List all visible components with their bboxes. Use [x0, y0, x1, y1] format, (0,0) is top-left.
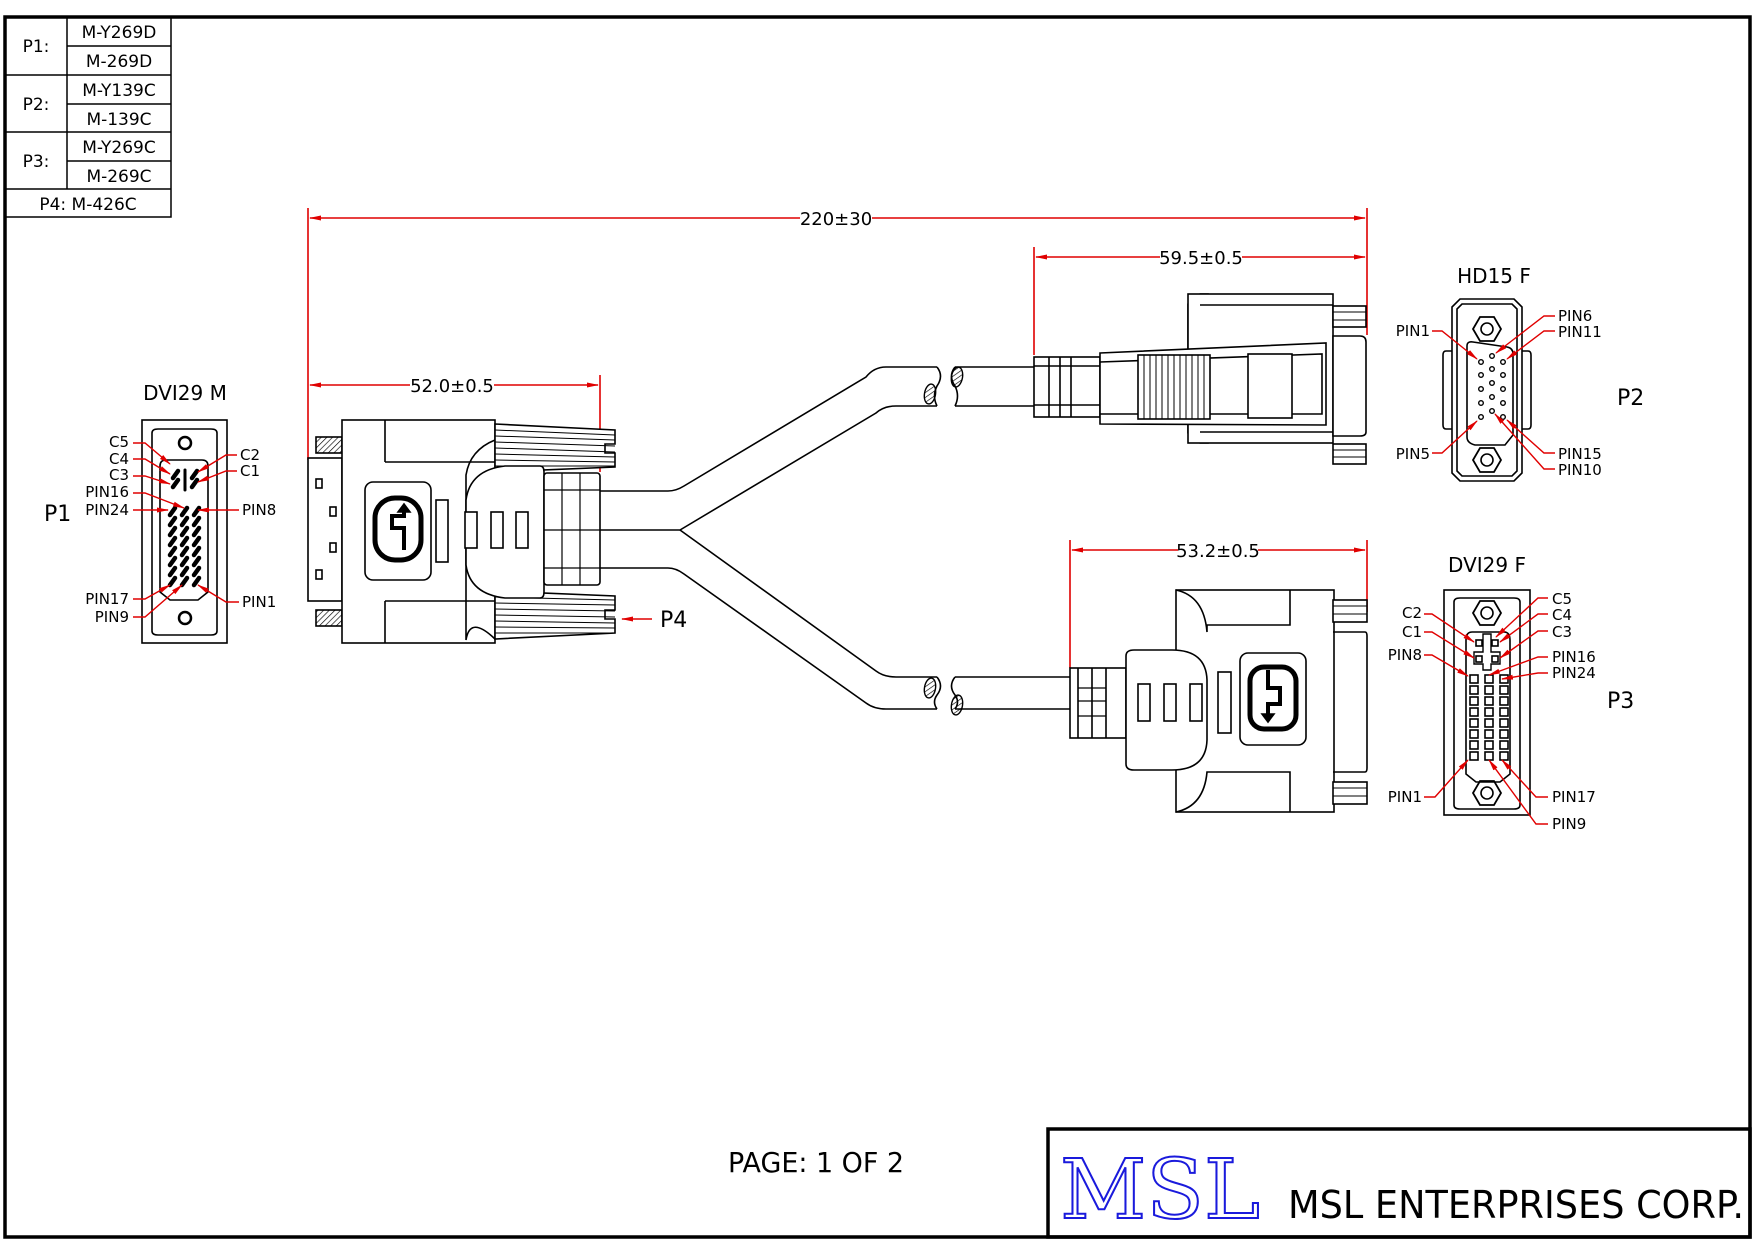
p1-pin-label: PIN1	[242, 593, 276, 611]
table-label-p1: P1:	[23, 37, 50, 57]
p1-plug-drawing	[307, 419, 616, 644]
p3-pin-label: C2	[1402, 604, 1422, 622]
p1-pin-label: C4	[109, 450, 129, 468]
p2-pin-label: PIN15	[1558, 445, 1602, 463]
p1-pin-label: PIN17	[85, 590, 129, 608]
parts-table-text: P1: M-Y269D M-269D P2: M-Y139C M-139C P3…	[23, 23, 157, 215]
p1-leaders	[133, 442, 239, 618]
dimension-overall: 220±30	[800, 209, 872, 230]
p2-pin-label: PIN11	[1558, 323, 1602, 341]
table-part: M-Y269D	[82, 23, 157, 43]
table-footer-p4: P4: M-426C	[39, 195, 136, 215]
p2-title: HD15 F	[1457, 264, 1531, 288]
p3-pin-label: PIN24	[1552, 664, 1596, 682]
p2-face-drawing	[1442, 298, 1532, 482]
table-label-p2: P2:	[23, 95, 50, 115]
p1-pin-label: C1	[240, 462, 260, 480]
sheet-frame	[3, 15, 1752, 1239]
p2-pins	[1477, 353, 1506, 421]
p3-pin-label: PIN1	[1388, 788, 1422, 806]
table-part: M-Y139C	[82, 81, 156, 101]
table-part: M-139C	[86, 110, 151, 130]
connector-tag-p2: P2	[1617, 386, 1644, 411]
company-logo: MSL	[1060, 1143, 1260, 1238]
p1-pin-label: PIN16	[85, 483, 129, 501]
connector-tag-p1: P1	[44, 502, 71, 527]
p3-title: DVI29 F	[1448, 553, 1526, 577]
p2-pin-label: PIN1	[1396, 322, 1430, 340]
p3-pins	[1469, 639, 1509, 761]
y-cable	[600, 366, 1070, 710]
connector-tag-p3: P3	[1607, 689, 1634, 714]
p3-pin-label: PIN17	[1552, 788, 1596, 806]
table-part: M-269C	[86, 167, 151, 187]
p1-pin-label: C5	[109, 433, 129, 451]
connector-tag-p4: P4	[660, 608, 687, 633]
parts-table	[4, 16, 172, 218]
table-part: M-Y269C	[82, 138, 156, 158]
p1-pin-label: PIN8	[242, 501, 276, 519]
page-number: PAGE: 1 OF 2	[728, 1146, 904, 1179]
p2-pin-label: PIN6	[1558, 307, 1592, 325]
table-part: M-269D	[86, 52, 152, 72]
dimension-p2-length: 59.5±0.5	[1159, 248, 1243, 269]
p1-pin-label: C3	[109, 466, 129, 484]
p3-pin-label: PIN16	[1552, 648, 1596, 666]
dimension-p1-length: 52.0±0.5	[410, 376, 494, 397]
p3-pin-label: C5	[1552, 590, 1572, 608]
dimension-p3-length: 53.2±0.5	[1176, 541, 1260, 562]
p1-pin-label: C2	[240, 446, 260, 464]
p3-pin-label: C3	[1552, 623, 1572, 641]
p1-face-drawing	[141, 419, 228, 644]
table-label-p3: P3:	[23, 152, 50, 172]
p3-pin-label: PIN8	[1388, 646, 1422, 664]
p2-pin-label: PIN5	[1396, 445, 1430, 463]
p1-title: DVI29 M	[143, 381, 227, 405]
p2-leaders	[1432, 315, 1555, 470]
p3-plug-drawing	[1069, 589, 1368, 813]
p2-pin-label: PIN10	[1558, 461, 1602, 479]
p3-pin-label: C1	[1402, 623, 1422, 641]
p1-pin-label: PIN24	[85, 501, 129, 519]
p3-pin-label: PIN9	[1552, 815, 1586, 833]
p3-pin-label: C4	[1552, 606, 1572, 624]
p3-leaders	[1424, 597, 1548, 825]
p2-plug-drawing	[1033, 293, 1367, 465]
company-name: MSL ENTERPRISES CORP.	[1288, 1183, 1744, 1227]
title-block	[1046, 1127, 1752, 1239]
p1-pins	[167, 468, 199, 588]
p1-pin-label: PIN9	[95, 608, 129, 626]
